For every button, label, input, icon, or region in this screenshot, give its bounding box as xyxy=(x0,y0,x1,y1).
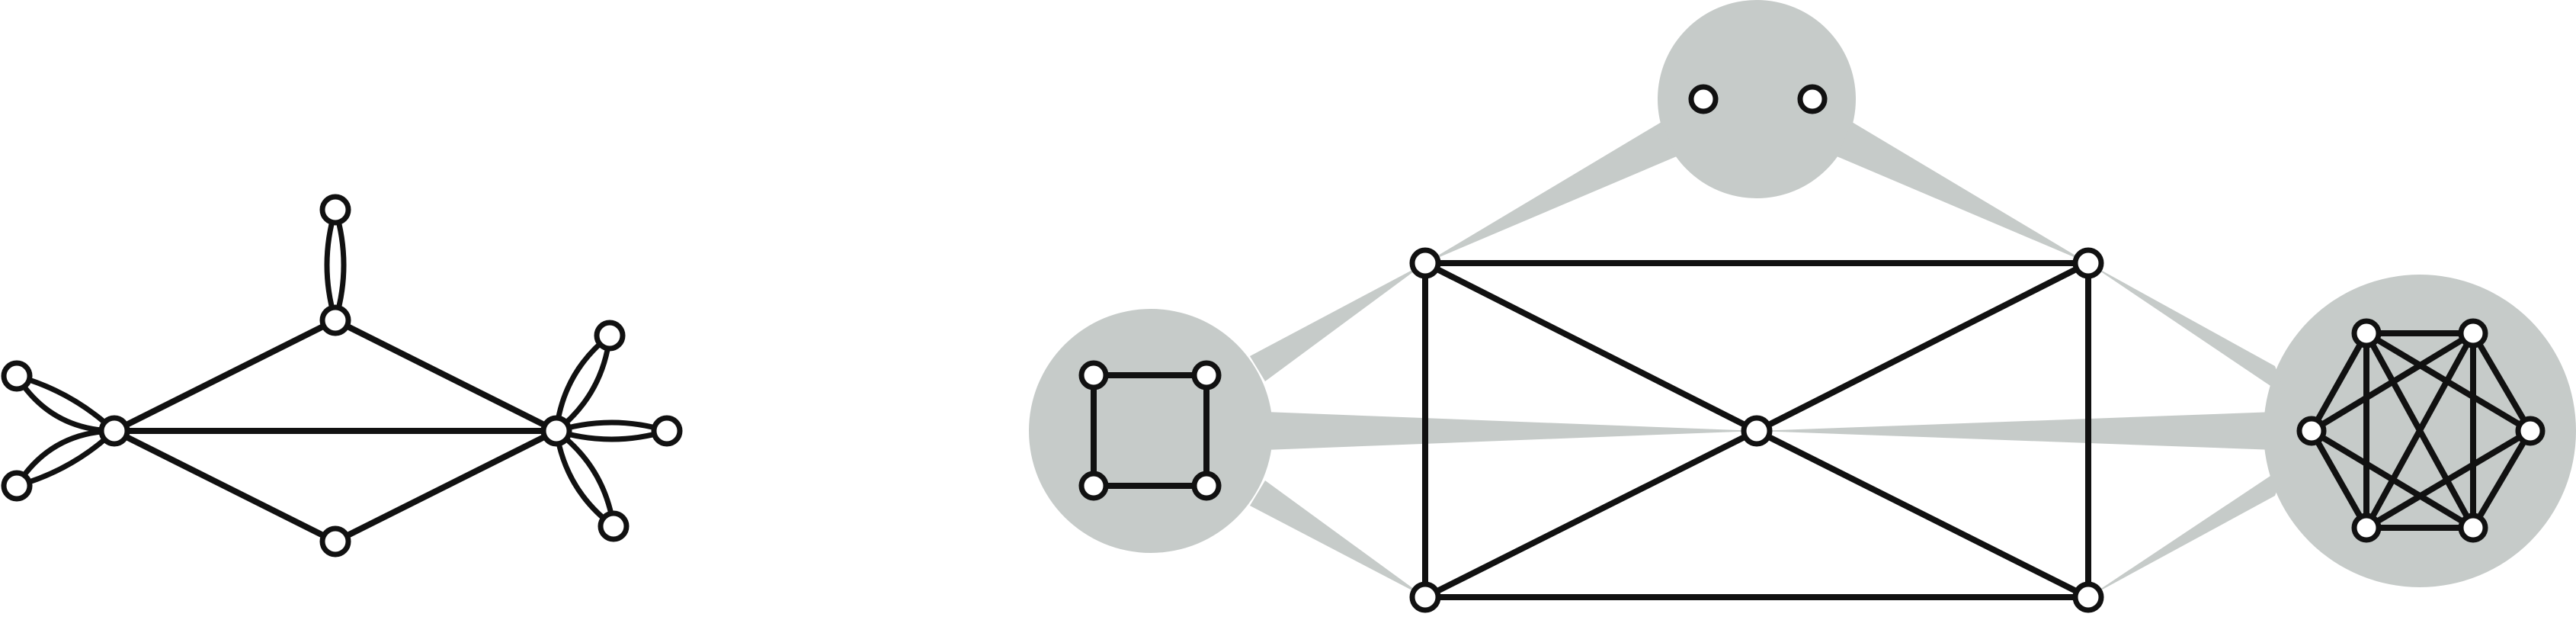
multi-edge-e-h-1 xyxy=(553,428,670,442)
oct-cluster-vertex xyxy=(2351,318,2382,349)
wedge-oct-h2 xyxy=(2088,263,2286,397)
multi-edge-j-a-1 xyxy=(14,373,117,434)
multi-edge-b-c-1 xyxy=(332,207,347,323)
edge-c-e xyxy=(332,317,559,434)
oct-edge xyxy=(2470,428,2533,531)
vertex-left-hub xyxy=(98,415,130,447)
vertex-right-leaf xyxy=(651,415,683,447)
oct-cluster-vertex xyxy=(2458,513,2488,543)
multi-edge-e-i-1 xyxy=(553,428,617,529)
vertex-bottom xyxy=(319,525,351,558)
wedge-square-h3 xyxy=(1265,412,1757,450)
vertex-top xyxy=(319,304,351,336)
multi-edge-e-h-2 xyxy=(553,419,670,434)
edge-d-e xyxy=(332,428,559,545)
pair-cluster-vertex xyxy=(1797,84,1828,114)
vertex-left-lower-leaf xyxy=(1,470,33,502)
vertex-right-lower-leaf xyxy=(598,510,630,542)
hub-vertex-h2 xyxy=(2072,247,2104,279)
hub-vertex-h3 xyxy=(1741,415,1773,447)
edge-a-c xyxy=(111,317,338,434)
hub-vertex-h4 xyxy=(2072,581,2104,613)
oct-edge xyxy=(2363,428,2533,531)
oct-cluster-vertex xyxy=(2351,513,2382,543)
hub-vertex-h5 xyxy=(1409,581,1441,613)
oct-edge xyxy=(2470,330,2533,434)
nodes-layer xyxy=(1,84,2546,613)
oct-cluster-vertex xyxy=(2296,416,2327,446)
hub-vertex-h1 xyxy=(1409,247,1441,279)
blob-square-cluster xyxy=(1029,309,1273,553)
square-cluster-vertex xyxy=(1191,360,1222,390)
multi-edge-b-c-2 xyxy=(324,207,338,323)
edge-h1-h3 xyxy=(1422,260,1760,434)
wedge-oct-h4 xyxy=(2088,465,2286,597)
multi-edge-k-a-1 xyxy=(14,428,117,489)
oct-edge xyxy=(2363,330,2476,531)
multi-edge-e-g-1 xyxy=(553,333,613,434)
oct-edge xyxy=(2308,330,2476,434)
wedge-pair-h2 xyxy=(1837,122,2088,263)
edge-h3-h5 xyxy=(1422,428,1760,600)
vertex-right-hub xyxy=(540,415,572,447)
blob-pair-cluster xyxy=(1658,0,1856,198)
edge-h3-h4 xyxy=(1754,428,2091,600)
oct-edge xyxy=(2308,330,2369,434)
oct-edge xyxy=(2308,428,2476,531)
edges-layer xyxy=(14,207,2533,600)
square-cluster-vertex xyxy=(1078,360,1109,390)
oct-cluster-vertex xyxy=(2458,318,2488,349)
oct-edge xyxy=(2363,330,2533,434)
edge-a-d xyxy=(111,428,338,545)
wedge-square-h1 xyxy=(1250,263,1425,381)
vertex-top-leaf xyxy=(319,194,351,226)
oct-edge xyxy=(2308,428,2369,531)
edge-h2-h3 xyxy=(1754,260,2091,434)
vertex-left-upper-leaf xyxy=(1,360,33,392)
vertex-right-upper-leaf xyxy=(594,320,626,352)
multi-edge-e-i-2 xyxy=(553,428,617,529)
square-cluster-vertex xyxy=(1191,471,1222,501)
wedge-pair-h1 xyxy=(1425,122,1677,263)
oct-cluster-vertex xyxy=(2515,416,2546,446)
pair-cluster-vertex xyxy=(1688,84,1719,114)
wedge-square-h5 xyxy=(1250,480,1425,597)
square-cluster-vertex xyxy=(1078,471,1109,501)
multi-edge-e-g-2 xyxy=(553,333,613,434)
wedge-oct-h3 xyxy=(1757,412,2275,450)
